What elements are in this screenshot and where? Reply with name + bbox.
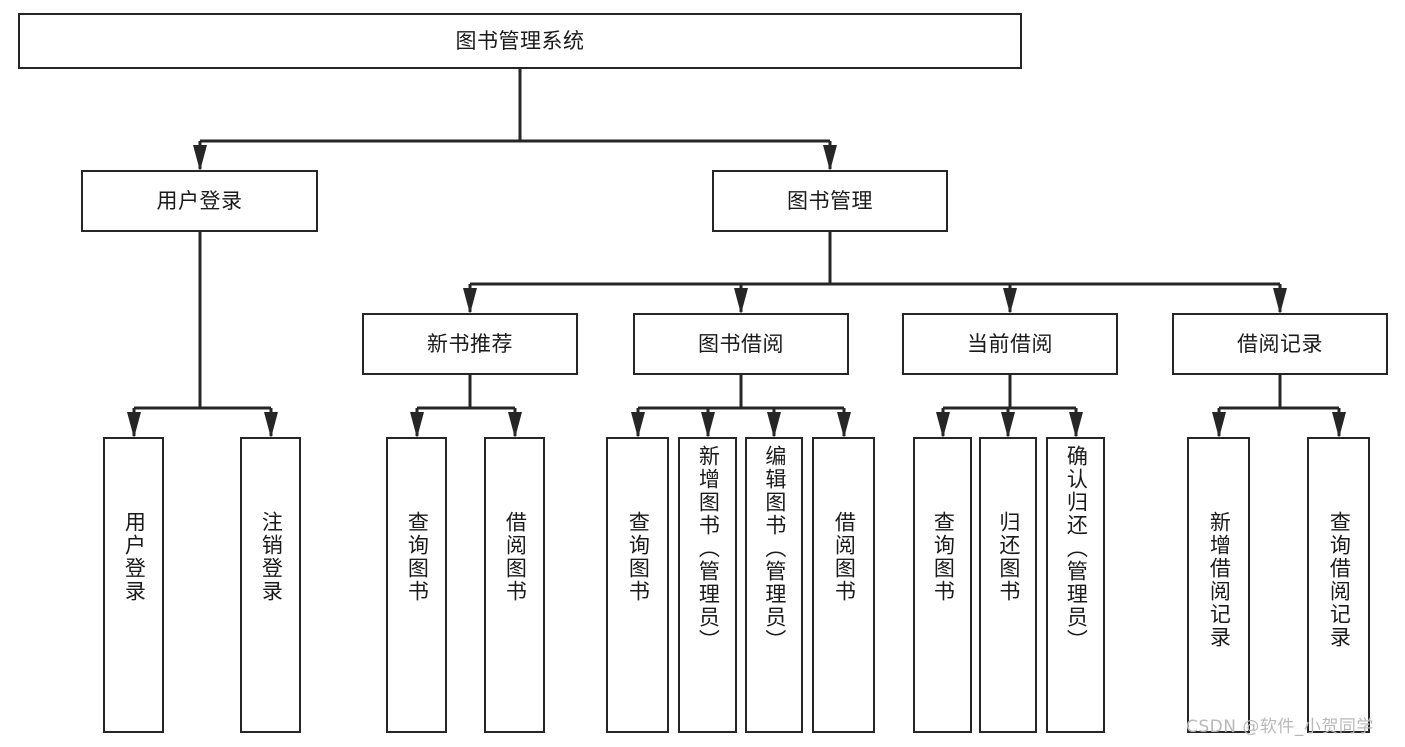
node-label: 图书管理 — [787, 188, 873, 213]
node-label: 确认归还（管理员） — [1064, 445, 1089, 652]
node-label: 归还图书 — [996, 511, 1021, 603]
node-leaf-confirm[interactable]: 确认归还（管理员） — [1046, 437, 1105, 733]
node-leaf-add-book[interactable]: 新增图书（管理员） — [678, 437, 737, 733]
node-leaf-add-record[interactable]: 新增借阅记录 — [1187, 437, 1250, 733]
node-leaf-edit-book[interactable]: 编辑图书（管理员） — [745, 437, 803, 733]
node-leaf-borrow-1[interactable]: 借阅图书 — [484, 437, 545, 733]
node-label: 新增借阅记录 — [1207, 511, 1232, 649]
node-new-book-rec[interactable]: 新书推荐 — [362, 313, 578, 375]
node-leaf-user-login[interactable]: 用户登录 — [103, 437, 164, 733]
node-label: 注销登录 — [259, 511, 284, 603]
node-current-borrow[interactable]: 当前借阅 — [902, 313, 1118, 375]
node-label: 图书借阅 — [698, 331, 784, 356]
watermark: CSDN @软件_小贺同学 — [1186, 717, 1374, 737]
node-leaf-query-2[interactable]: 查询图书 — [606, 437, 669, 733]
node-label: 查询图书 — [405, 511, 430, 603]
node-leaf-query-rec[interactable]: 查询借阅记录 — [1307, 437, 1370, 733]
node-borrow-record[interactable]: 借阅记录 — [1172, 313, 1388, 375]
node-label: 用户登录 — [122, 511, 147, 603]
node-label: 当前借阅 — [967, 331, 1053, 356]
node-label: 查询图书 — [626, 511, 651, 603]
node-label: 新增图书（管理员） — [696, 445, 721, 652]
node-label: 借阅图书 — [503, 511, 528, 603]
node-label: 图书管理系统 — [455, 28, 585, 53]
node-leaf-query-3[interactable]: 查询图书 — [913, 437, 972, 733]
node-leaf-query-1[interactable]: 查询图书 — [386, 437, 447, 733]
node-label: 借阅记录 — [1237, 331, 1323, 356]
node-label: 新书推荐 — [427, 331, 513, 356]
node-leaf-borrow-2[interactable]: 借阅图书 — [812, 437, 875, 733]
node-user-login[interactable]: 用户登录 — [81, 170, 318, 232]
node-label: 查询借阅记录 — [1327, 511, 1352, 649]
node-book-manage[interactable]: 图书管理 — [712, 170, 948, 232]
node-label: 编辑图书（管理员） — [762, 445, 787, 652]
node-label: 借阅图书 — [832, 511, 857, 603]
node-leaf-return[interactable]: 归还图书 — [979, 437, 1037, 733]
node-book-borrow[interactable]: 图书借阅 — [633, 313, 849, 375]
node-label: 查询图书 — [931, 511, 956, 603]
node-label: 用户登录 — [156, 188, 243, 213]
node-leaf-logout[interactable]: 注销登录 — [240, 437, 301, 733]
node-root[interactable]: 图书管理系统 — [18, 13, 1022, 69]
